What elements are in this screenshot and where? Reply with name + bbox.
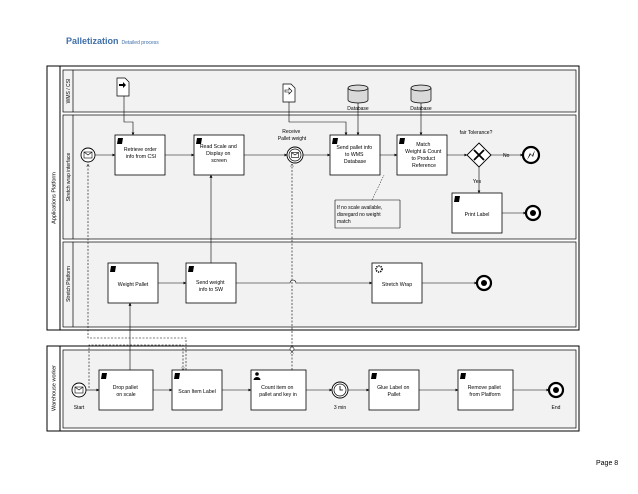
task-label: Glue Label on Pallet [377, 385, 411, 398]
task-scan-label[interactable]: Scan Item Label [171, 369, 223, 411]
task-label: Scan Item Label [178, 389, 216, 395]
end-event [524, 204, 542, 222]
annotation-no-scale: If no scale available, disregard no weig… [334, 174, 401, 229]
event-label: Receive Pallet weight [278, 129, 307, 142]
task-retrieve-order[interactable]: Retrieve order info from CSI [114, 134, 166, 176]
task-send-pallet-info[interactable]: Send pallet info to WMS Database [329, 134, 381, 176]
receive-weight-event[interactable]: Receive Pallet weight [278, 129, 307, 164]
task-label: Count item on pallet and key in [259, 385, 297, 398]
end-label: End [552, 405, 561, 411]
subtitle-text: Detailed process [121, 40, 159, 46]
task-label: Print Label [465, 212, 490, 218]
task-remove-pallet[interactable]: Remove pallet from Platform [457, 369, 514, 411]
task-glue-label[interactable]: Glue Label on Pallet [368, 369, 420, 411]
task-label: Send weight info to SW [196, 280, 226, 293]
script-icon [101, 138, 466, 379]
task-print-label[interactable]: Print Label [451, 192, 503, 234]
data-object-input-icon [282, 83, 296, 103]
task-label: Send pallet info to WMS Database [336, 145, 373, 165]
task-label: Match Weight & Count to Product Referenc… [405, 142, 443, 169]
task-label: Weight Pallet [118, 282, 149, 288]
pool-label-warehouse: Warehouse worker [52, 365, 58, 411]
error-end-event [521, 145, 541, 165]
start-label: Start [74, 405, 85, 411]
start-message-event[interactable] [80, 147, 96, 163]
lane-label-wms: WMS / CSI [66, 79, 72, 104]
task-label: Read Scale and Display on screen [200, 144, 238, 164]
task-read-scale[interactable]: Read Scale and Display on screen [193, 134, 245, 176]
gateway-question: fair Tolerance? [460, 130, 493, 136]
task-label: Drop pallet on scale [113, 385, 140, 398]
task-label: Remove pallet from Platform [468, 385, 503, 398]
end-event [475, 274, 493, 292]
gateway-no-label: No [503, 153, 510, 159]
task-count-items[interactable]: Count item on pallet and key in [250, 369, 307, 411]
user-icon [253, 372, 261, 380]
sequence-flows [86, 96, 550, 392]
task-drop-pallet[interactable]: Drop pallet on scale [98, 369, 154, 411]
exclusive-gateway: fair Tolerance? No Yes [460, 130, 510, 185]
task-label: Retrieve order info from CSI [124, 147, 158, 160]
task-label: Stretch Wrap [382, 282, 412, 288]
lane-label-stretch-interface: Stretch wrap interface [66, 152, 72, 201]
gateway-yes-label: Yes [473, 179, 482, 185]
data-object-icon [116, 77, 130, 97]
lane-label-stretch-platform: Stretch Platform [66, 266, 72, 302]
page-number: Page 8 [596, 460, 619, 467]
start-event[interactable]: Start [71, 382, 87, 411]
timer-label: 3 min [334, 405, 346, 411]
gear-icon [375, 265, 383, 273]
annotation-text: If no scale available, disregard no weig… [337, 205, 384, 225]
title-text: Palletization [66, 36, 119, 46]
message-flows [88, 164, 292, 388]
pool-label-applications: Applications Platform [52, 172, 58, 224]
end-event: End [547, 381, 565, 411]
message-flow-markers [289, 346, 295, 352]
lane-wms: WMS / CSI [62, 69, 577, 113]
